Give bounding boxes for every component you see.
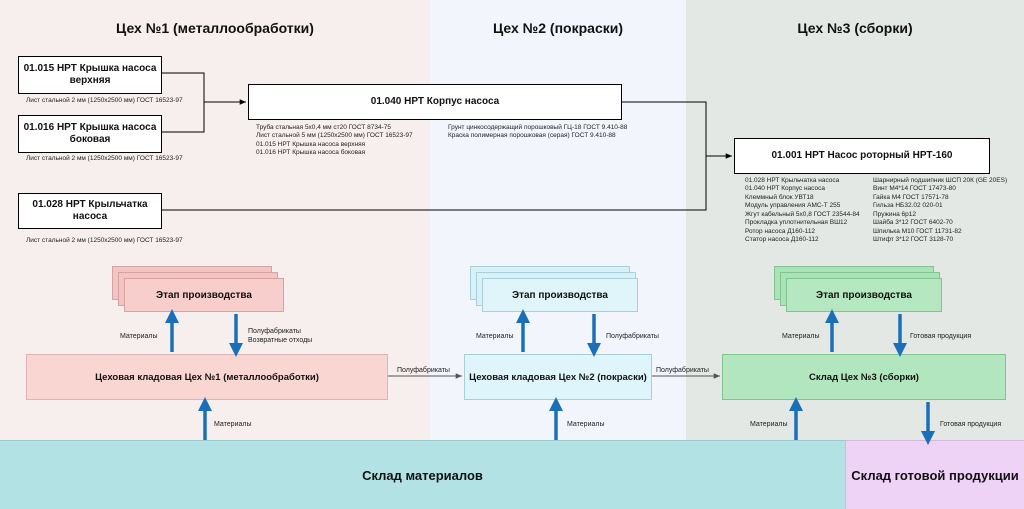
warehouse-finished[interactable]: Склад готовой продукции xyxy=(845,440,1024,509)
zone-title: Цех №2 (покраски) xyxy=(492,20,624,36)
part-side-cover[interactable]: 01.016 НРТ Крышка насоса боковая xyxy=(18,115,162,153)
flow-label-semi-products: Полуфабрикаты xyxy=(606,333,659,340)
component-line: Клеммный блок УВТ18 xyxy=(745,193,814,201)
component-line: Прокладка уплотнительная ВШ12 xyxy=(745,219,848,227)
component-line: 01.016 НРТ Крышка насоса боковая xyxy=(256,149,366,157)
warehouse-label: Склад материалов xyxy=(362,467,483,483)
component-line: Лист стальной 5 мм (1250х2500 мм) ГОСТ 1… xyxy=(256,132,413,140)
flow-label-semi-products: Полуфабрикаты xyxy=(656,367,709,374)
component-line: Модуль управления АМС-Т 255 xyxy=(745,202,841,210)
component-line: Шайба 3*12 ГОСТ 6402-70 xyxy=(873,219,953,227)
component-line: Жгут кабельный 5х0,8 ГОСТ 23544-84 xyxy=(745,210,860,218)
component-line: 01.015 НРТ Крышка насоса верхняя xyxy=(256,140,366,148)
warehouse-label: Склад готовой продукции xyxy=(851,467,1019,483)
store-workshop-2[interactable]: Цеховая кладовая Цех №2 (покраски) xyxy=(464,354,652,400)
component-line: Винт М4*14 ГОСТ 17473-80 xyxy=(873,185,956,193)
flow-label-finished: Готовая продукция xyxy=(910,333,972,340)
part-material-note: Лист стальной 2 мм (1250х2500 мм) ГОСТ 1… xyxy=(26,155,183,162)
flow-label-semi-products: Полуфабрикаты Возвратные отходы xyxy=(248,327,312,346)
flow-label-line: Возвратные отходы xyxy=(248,337,313,345)
zone-title: Цех №1 (металлообработки) xyxy=(116,20,314,36)
component-line: 01.040 НРТ Корпус насоса xyxy=(745,185,825,193)
part-label: 01.015 НРТ Крышка насоса верхняя xyxy=(23,62,157,87)
flow-label-materials: Материалы xyxy=(782,333,820,340)
stage-workshop-2[interactable]: Этап производства xyxy=(482,278,638,312)
stage-workshop-1[interactable]: Этап производства xyxy=(124,278,284,312)
store-label: Склад Цех №3 (сборки) xyxy=(809,371,919,383)
part-pump[interactable]: 01.001 НРТ Насос роторный НРТ-160 xyxy=(734,138,990,174)
flow-label-materials: Материалы xyxy=(120,333,158,340)
stage-label: Этап производства xyxy=(155,289,252,301)
stage-label: Этап производства xyxy=(511,289,608,301)
part-label: 01.028 НРТ Крыльчатка насоса xyxy=(32,198,148,223)
part-label: 01.040 НРТ Корпус насоса xyxy=(370,95,500,107)
store-workshop-3[interactable]: Склад Цех №3 (сборки) xyxy=(722,354,1006,400)
component-line: Шпилька М10 ГОСТ 11731-82 xyxy=(873,227,962,235)
component-line: Труба стальная 5х0,4 мм ст20 ГОСТ 8734-7… xyxy=(256,124,391,131)
flow-label-finished: Готовая продукция xyxy=(940,421,1002,428)
zone-title: Цех №3 (сборки) xyxy=(797,20,913,36)
flow-label-materials: Материалы xyxy=(567,421,605,428)
pump-components-left: 01.028 НРТ Крыльчатка насоса 01.040 НРТ … xyxy=(745,177,860,245)
housing-components: Труба стальная 5х0,4 мм ст20 ГОСТ 8734-7… xyxy=(256,124,413,158)
component-line: Гайка М4 ГОСТ 17571-78 xyxy=(873,193,949,201)
flow-label-line: Полуфабрикаты xyxy=(248,328,301,335)
store-workshop-1[interactable]: Цеховая кладовая Цех №1 (металлообработк… xyxy=(26,354,388,400)
stage-workshop-3[interactable]: Этап производства xyxy=(786,278,942,312)
component-line: Пружина 6р12 xyxy=(873,210,916,218)
part-housing[interactable]: 01.040 НРТ Корпус насоса xyxy=(248,84,622,120)
component-line: Ротор насоса Д160-112 xyxy=(745,227,816,235)
pump-components-right: Шарнирный подшипник ШСП 20К (GE 20ES) Ви… xyxy=(873,177,1007,245)
component-line: Штифт 3*12 ГОСТ 3128-70 xyxy=(873,236,954,244)
component-line: Краска полимерная порошковая (серая) ГОС… xyxy=(448,132,616,140)
housing-paint: Грунт цинкосодержащий порошковый ГЦ-18 Г… xyxy=(448,124,627,141)
part-label: 01.001 НРТ Насос роторный НРТ-160 xyxy=(771,149,953,161)
part-top-cover[interactable]: 01.015 НРТ Крышка насоса верхняя xyxy=(18,56,162,94)
part-material-note: Лист стальной 2 мм (1250х2500 мм) ГОСТ 1… xyxy=(26,237,183,244)
component-line: Грунт цинкосодержащий порошковый ГЦ-18 Г… xyxy=(448,124,628,131)
part-label: 01.016 НРТ Крышка насоса боковая xyxy=(23,121,157,146)
component-line: Статор насоса Д160-112 xyxy=(745,236,819,244)
warehouse-materials[interactable]: Склад материалов xyxy=(0,440,845,509)
store-label: Цеховая кладовая Цех №2 (покраски) xyxy=(469,371,647,383)
flow-label-materials: Материалы xyxy=(214,421,252,428)
stage-label: Этап производства xyxy=(815,289,912,301)
component-line: Шарнирный подшипник ШСП 20К (GE 20ES) xyxy=(873,177,1008,184)
component-line: 01.028 НРТ Крыльчатка насоса xyxy=(745,177,840,184)
part-impeller[interactable]: 01.028 НРТ Крыльчатка насоса xyxy=(18,193,162,229)
store-label: Цеховая кладовая Цех №1 (металлообработк… xyxy=(95,371,319,383)
flow-label-semi-products: Полуфабрикаты xyxy=(397,367,450,374)
part-material-note: Лист стальной 2 мм (1250х2500 мм) ГОСТ 1… xyxy=(26,97,183,104)
flow-label-materials: Материалы xyxy=(476,333,514,340)
component-line: Гильза НБ32.02 020-01 xyxy=(873,202,943,210)
flow-label-materials: Материалы xyxy=(750,421,788,428)
